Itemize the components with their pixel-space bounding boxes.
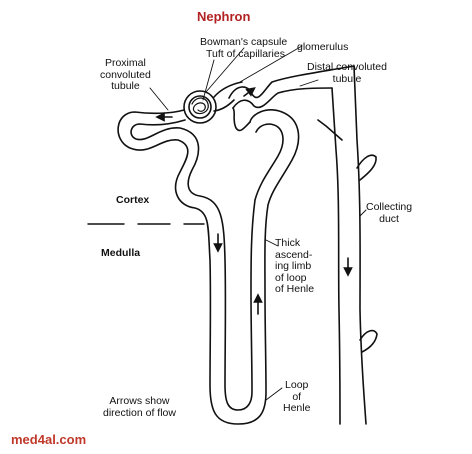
proximal-label-line: convoluted — [100, 68, 151, 81]
collecting-duct-label: Collecting duct — [366, 201, 413, 225]
leader-glomerulus — [239, 45, 303, 83]
arrows-note-label: Arrows show direction of flow — [103, 395, 176, 419]
afferent-arteriole — [213, 81, 243, 98]
distal-label-line: Distal convoluted — [307, 61, 387, 73]
cortex-label: Cortex — [116, 194, 150, 206]
thick-ascending-limb-label: Thick ascend- ing limb of loop of Henle — [275, 237, 315, 296]
proximal-label-line: tubule — [111, 80, 140, 92]
capsule-inner — [188, 95, 212, 119]
arrows-note-line: direction of flow — [103, 406, 176, 419]
proximal-tubule-label: Proximal convoluted tubule — [100, 57, 151, 93]
glomerulus-label: glomerulus — [297, 41, 349, 53]
loop-of-henle-label: Loop of Henle — [283, 379, 311, 415]
leader-bowmans-capsule — [205, 47, 245, 93]
proximal-tubule-outer — [117, 109, 300, 425]
collecting-duct-left-wall — [331, 87, 341, 425]
leader-proximal — [149, 87, 169, 111]
flow-arrow-distal — [243, 87, 256, 97]
leader-loop-of-henle — [265, 387, 283, 401]
bowmans-capsule — [183, 90, 217, 124]
distal-tubule-inner — [232, 87, 333, 109]
thick-limb-label-line: ascend- — [275, 248, 313, 261]
loop-label-line: Loop — [285, 379, 309, 391]
collecting-duct-right-wall — [353, 65, 367, 425]
loop-label-line: Henle — [283, 402, 311, 414]
collecting-duct-label-line: Collecting — [366, 201, 413, 213]
watermark: med4al.com — [11, 432, 87, 447]
glomerulus-tuft — [191, 97, 209, 115]
leader-tuft-of-capillaries — [202, 59, 215, 101]
distal-tubule-outer — [228, 65, 355, 99]
collecting-duct-label-line: duct — [379, 212, 399, 225]
collecting-duct-branch-top — [356, 154, 377, 181]
collecting-duct-branch-bottom — [359, 329, 378, 353]
proximal-label-line: Proximal — [104, 57, 146, 69]
leader-thick-limb — [265, 239, 279, 247]
loop-label-line: of — [292, 390, 302, 403]
distal-tubule-label: Distal convoluted tubule — [307, 61, 387, 85]
thick-limb-label-line: of Henle — [275, 283, 315, 295]
thick-limb-label-line: of loop — [275, 271, 307, 284]
proximal-tubule-inner — [130, 119, 284, 411]
proximal-tubule-capsule-join — [232, 107, 251, 132]
bowmans-capsule-label: Bowman's capsule — [200, 36, 288, 48]
distal-label-line: tubule — [332, 72, 362, 85]
thick-limb-label-line: ing limb — [275, 260, 312, 272]
diagram-title: Nephron — [197, 9, 251, 24]
efferent-arteriole — [213, 99, 235, 112]
tuft-of-capillaries-label: Tuft of capillaries — [206, 48, 285, 60]
leader-distal — [299, 79, 319, 87]
arrows-note-line: Arrows show — [109, 395, 170, 407]
leader-collecting-duct — [359, 209, 367, 217]
thick-limb-label-line: Thick — [275, 237, 301, 249]
distal-tubule-duct-tail — [317, 119, 343, 141]
medulla-label: Medulla — [101, 247, 141, 259]
